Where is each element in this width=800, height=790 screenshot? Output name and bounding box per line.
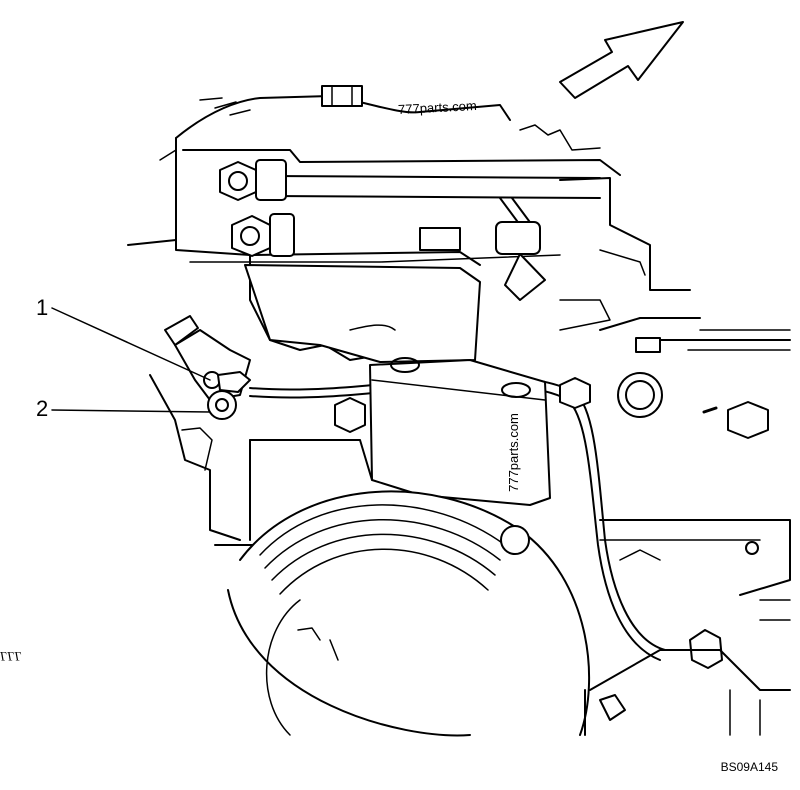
fuel-line (269, 175, 601, 301)
right-housing (584, 519, 791, 736)
watermark-vertical: 777parts.com (505, 413, 521, 492)
callout-2: 2 (36, 396, 49, 421)
sensor-assembly (164, 315, 251, 420)
direction-arrow (559, 21, 684, 99)
edge-mark: LLL (0, 649, 22, 664)
top-bolt (321, 85, 363, 107)
pump-body (244, 227, 481, 363)
leader-line-1 (51, 307, 211, 381)
crank-pulley (227, 490, 591, 737)
callout-1: 1 (36, 295, 49, 320)
side-bolts (334, 337, 769, 439)
mounting-bracket (369, 357, 551, 506)
leader-line-2 (51, 409, 211, 413)
leader-lines (51, 307, 211, 413)
upper-bolts (219, 159, 295, 257)
engine-block-upper (127, 95, 791, 361)
figure-code: BS09A145 (720, 760, 778, 774)
